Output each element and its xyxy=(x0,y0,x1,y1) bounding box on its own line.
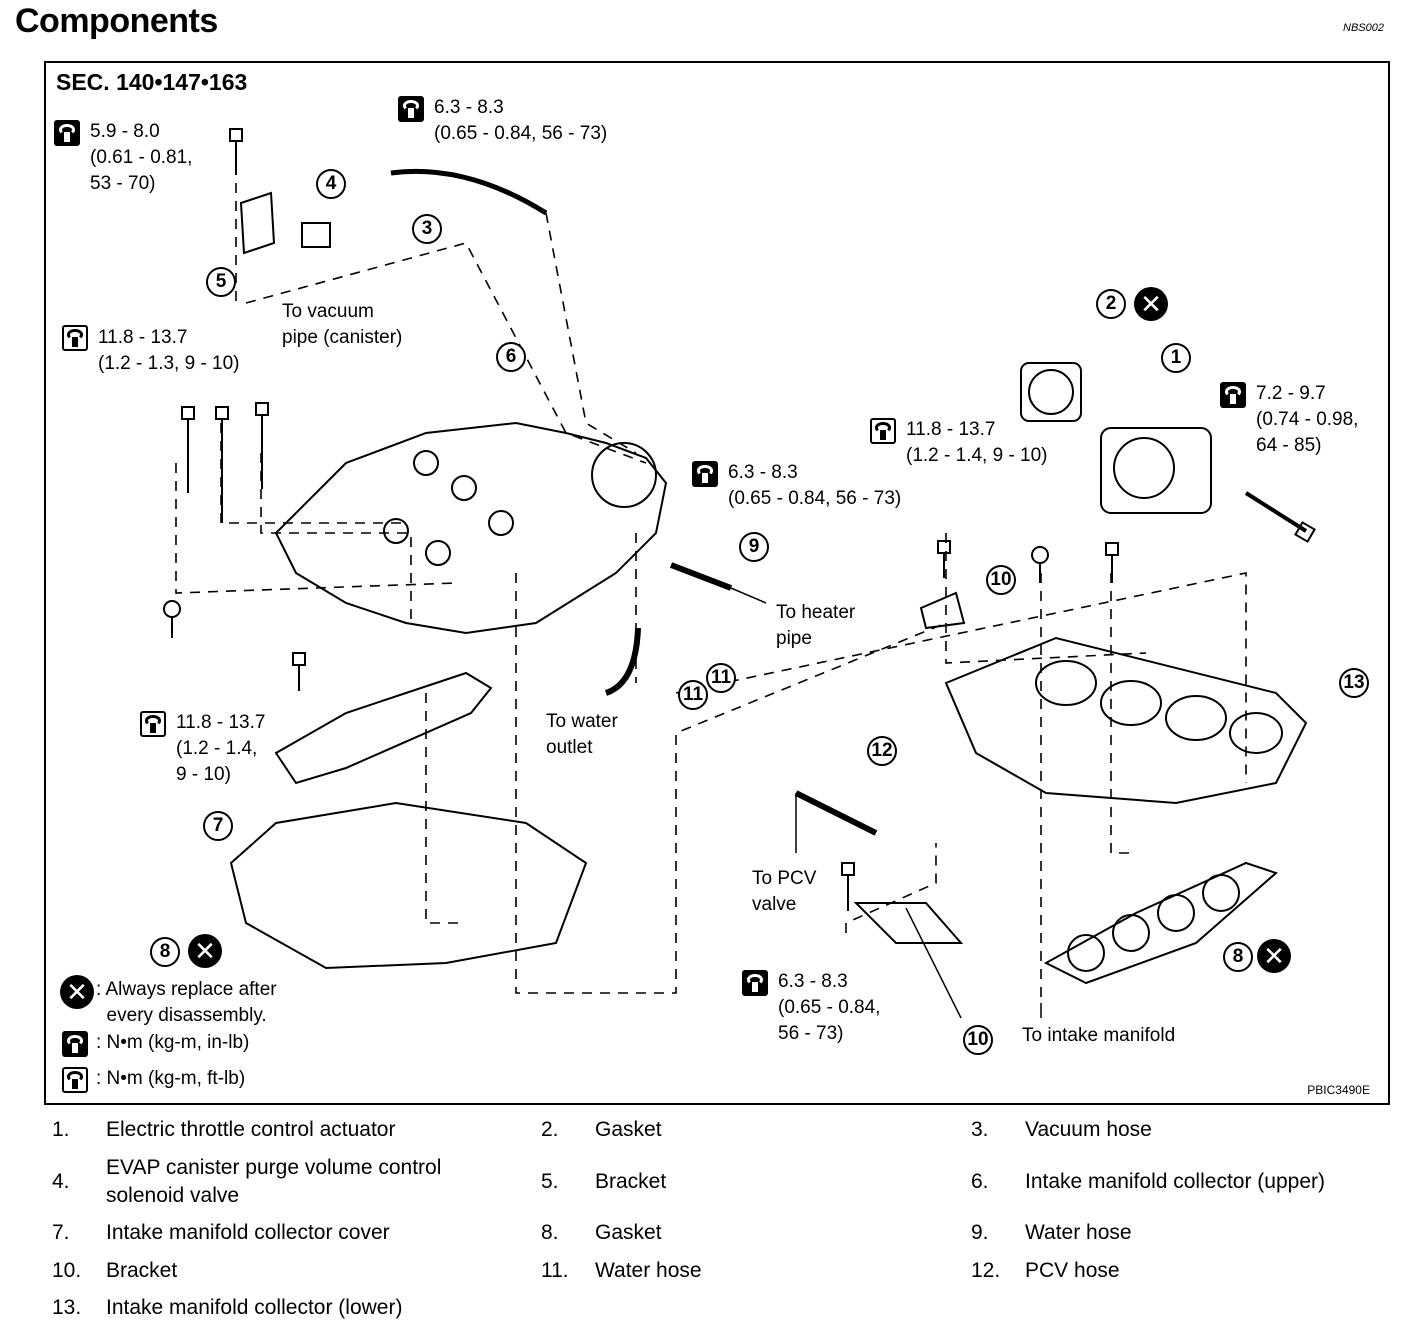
page-code: NBS002 xyxy=(1343,22,1384,34)
section-label: SEC. 140•147•163 xyxy=(56,69,248,95)
torque-spec: 6.3 - 8.3 xyxy=(434,97,504,118)
part-number: 10 xyxy=(986,565,1016,595)
callout-vacuum: To vacuum pipe (canister) xyxy=(282,301,403,348)
wrench-inlb-icon xyxy=(1220,382,1246,408)
torque-spec-sub: (1.2 - 1.4, 9 - 10) xyxy=(906,445,1048,466)
torque-spec: 5.9 - 8.0 xyxy=(90,121,160,142)
part-number: 11 xyxy=(678,680,708,710)
torque-spec-sub: (0.74 - 0.98, xyxy=(1256,409,1359,430)
callout-heater: To heater pipe xyxy=(776,602,856,649)
replace-x-icon: ✕ xyxy=(1134,287,1168,321)
torque-spec-sub: (0.65 - 0.84, 56 - 73) xyxy=(728,488,902,509)
page-title: Components xyxy=(15,2,218,40)
wrench-ftlb-icon xyxy=(62,325,88,351)
callout-intake: To intake manifold xyxy=(1022,1025,1176,1046)
part-number: 11 xyxy=(706,663,736,693)
part-number: 13 xyxy=(1339,668,1369,698)
key-replace: : Always replace after every disassembly… xyxy=(96,979,277,1026)
part-number: 8 xyxy=(150,937,180,967)
part-number: 6 xyxy=(496,342,526,372)
part-number: 4 xyxy=(316,169,346,199)
replace-x-icon: ✕ xyxy=(60,975,94,1009)
exploded-diagram: SEC. 140•147•163 PBIC3490E 6.3 - 8.3 (0.… xyxy=(44,61,1390,1105)
torque-spec: 7.2 - 9.7 xyxy=(1256,383,1326,404)
torque-spec: 11.8 - 13.7 xyxy=(98,327,188,348)
part-number: 2 xyxy=(1096,289,1126,319)
torque-spec: 6.3 - 8.3 xyxy=(778,971,848,992)
part-number: 3 xyxy=(412,214,442,244)
replace-x-icon: ✕ xyxy=(188,934,222,968)
key-ftlb: : N•m (kg-m, ft-lb) xyxy=(96,1068,246,1089)
part-number: 1 xyxy=(1161,343,1191,373)
torque-spec: 11.8 - 13.7 xyxy=(176,712,266,733)
torque-spec: 6.3 - 8.3 xyxy=(728,462,798,483)
bolts xyxy=(163,128,1316,911)
part-number: 8 xyxy=(1223,942,1253,972)
torque-spec-sub: 53 - 70) xyxy=(90,173,156,194)
torque-spec-sub: 56 - 73) xyxy=(778,1023,844,1044)
torque-spec: 11.8 - 13.7 xyxy=(906,419,996,440)
part-number: 7 xyxy=(203,811,233,841)
assembly-lines xyxy=(175,183,1247,1003)
wrench-inlb-icon xyxy=(54,120,80,146)
torque-spec-sub: (1.2 - 1.4, xyxy=(176,738,258,759)
wrench-inlb-icon xyxy=(398,96,424,122)
wrench-inlb-icon xyxy=(692,461,718,487)
wrench-ftlb-icon xyxy=(62,1067,88,1093)
key-inlb: : N•m (kg-m, in-lb) xyxy=(96,1032,250,1053)
torque-spec-sub: (0.65 - 0.84, xyxy=(778,997,881,1018)
part-number: 10 xyxy=(963,1025,993,1055)
lower-collector-shape xyxy=(944,636,1308,805)
wrench-ftlb-icon xyxy=(140,711,166,737)
part-number: 12 xyxy=(867,736,897,766)
figure-code: PBIC3490E xyxy=(1307,1083,1370,1097)
torque-spec-sub: (0.61 - 0.81, xyxy=(90,147,193,168)
torque-spec-sub: 9 - 10) xyxy=(176,764,231,785)
part-number: 5 xyxy=(206,267,236,297)
torque-spec-sub: (1.2 - 1.3, 9 - 10) xyxy=(98,353,240,374)
callout-water: To water outlet xyxy=(546,711,618,758)
wrench-inlb-icon xyxy=(62,1031,88,1057)
torque-spec-sub: (0.65 - 0.84, 56 - 73) xyxy=(434,123,608,144)
torque-spec-sub: 64 - 85) xyxy=(1256,435,1322,456)
replace-x-icon: ✕ xyxy=(1257,939,1291,973)
wrench-inlb-icon xyxy=(742,970,768,996)
upper-collector-shape xyxy=(274,421,668,635)
part-number: 9 xyxy=(739,532,769,562)
diagram-drawing xyxy=(163,128,1316,1019)
wrench-ftlb-icon xyxy=(870,418,896,444)
callout-pcv: To PCV valve xyxy=(752,868,817,915)
